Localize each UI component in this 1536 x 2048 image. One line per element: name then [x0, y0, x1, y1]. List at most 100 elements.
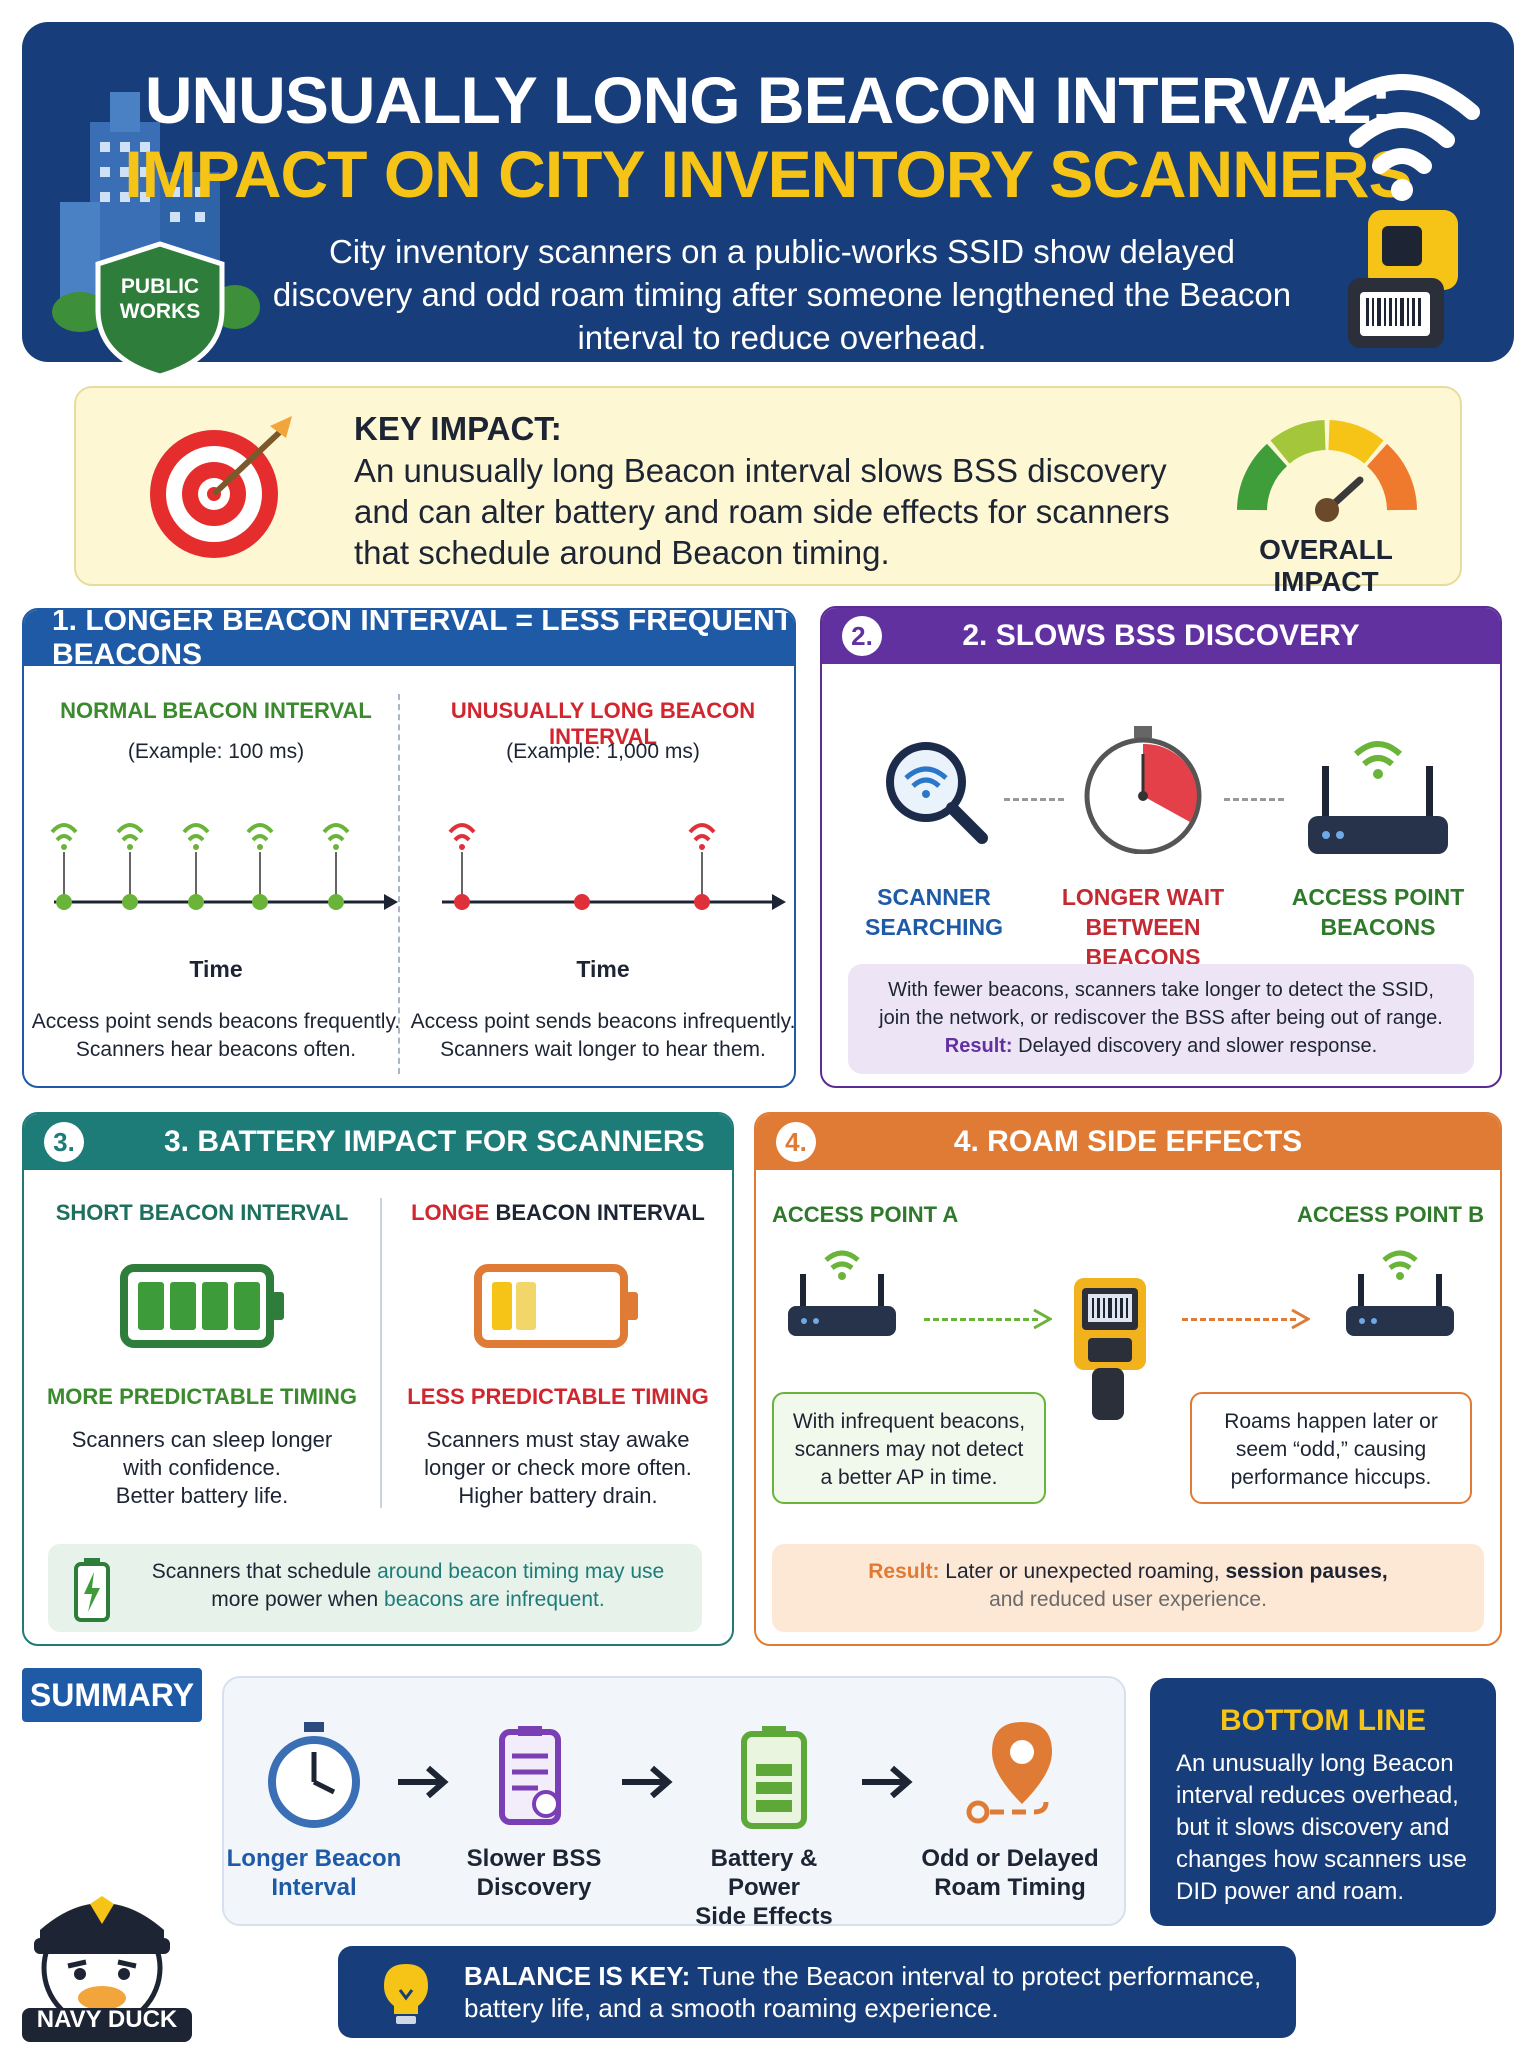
ap-label-line1: ACCESS POINT: [1291, 884, 1465, 910]
short-interval-label: SHORT BEACON INTERVAL: [55, 1200, 349, 1225]
result-text: Delayed discovery and slower response.: [1018, 1035, 1378, 1057]
arrow-head-orange-icon: [1291, 1308, 1310, 1330]
roam-right-note: Roams happen later or seem “odd,” causin…: [1190, 1392, 1472, 1504]
access-point-b-router-icon: [1346, 1250, 1454, 1336]
balance-banner: BALANCE IS KEY: Tune the Beacon interval…: [338, 1946, 1296, 2038]
handheld-scanner-icon: [1074, 1278, 1146, 1420]
ap-beacons-label: ACCESS POINT BEACONS: [1288, 882, 1468, 942]
access-point-a-label: ACCESS POINT A: [772, 1202, 959, 1227]
panel-bss-discovery: 2. SLOWS BSS DISCOVERY 2. SCANNER SEARCH…: [820, 606, 1502, 1088]
scanner-label-line2: SEARCHING: [864, 914, 1003, 940]
long-time-label: Time: [576, 956, 630, 982]
left-note-line1: With infrequent beacons,: [792, 1410, 1026, 1433]
location-pin-route-icon: [966, 1722, 1052, 1824]
wait-label-line1: LONGER WAIT: [1061, 884, 1225, 910]
normal-caption: Access point sends beacons frequently. S…: [24, 1008, 408, 1064]
note-part-b: around beacon timing may use: [377, 1560, 665, 1583]
step1-line2: Interval: [271, 1874, 357, 1901]
right-note-line2: seem “odd,” causing: [1235, 1438, 1427, 1461]
panel4-number-badge: 4.: [776, 1122, 816, 1162]
step3-line2: Side Effects: [695, 1903, 833, 1930]
wait-label-line2: BETWEEN BEACONS: [1085, 914, 1201, 970]
long-caption: Access point sends beacons infrequently.…: [410, 1008, 796, 1064]
mascot-label: NAVY DUCK: [36, 2006, 178, 2033]
panel4-title: 4. ROAM SIDE EFFECTS: [756, 1114, 1500, 1170]
roam-result: Result: Later or unexpected roaming, ses…: [772, 1544, 1484, 1632]
right-note-line1: Roams happen later or: [1224, 1410, 1438, 1433]
more-predictable-label: MORE PREDICTABLE TIMING: [46, 1384, 358, 1409]
long-caption-line1: Access point sends beacons infrequently.: [410, 1010, 796, 1033]
longer-label-part2: BEACON INTERVAL: [489, 1200, 705, 1225]
note-part-c: more power when: [211, 1588, 385, 1611]
roam-result-part-b: session pauses,: [1225, 1560, 1388, 1583]
scanner-label-line1: SCANNER: [877, 884, 991, 910]
step2-line2: Discovery: [476, 1874, 592, 1901]
left-note-line3: a better AP in time.: [820, 1466, 998, 1489]
note-part-a: Scanners that schedule: [151, 1560, 378, 1583]
wifi-icon: [1324, 74, 1480, 201]
short-text-line3: Better battery life.: [115, 1483, 289, 1508]
step4-line2: Roam Timing: [934, 1874, 1086, 1901]
stopwatch-icon: [1084, 726, 1202, 854]
result-label: Result:: [944, 1035, 1013, 1057]
panel-roam-side-effects: 4. ROAM SIDE EFFECTS 4. ACCESS POINT A A…: [754, 1112, 1502, 1646]
summary-flow: Longer Beacon Interval Slower BSS Discov…: [222, 1676, 1126, 1930]
long-interval-example: (Example: 1,000 ms): [506, 740, 700, 763]
note-part-d: beacons are infrequent.: [384, 1588, 605, 1611]
lightbulb-icon: [384, 1964, 428, 2024]
normal-beacon-wifi-icon: [246, 823, 274, 910]
summary-tab: SUMMARY: [22, 1668, 202, 1722]
panel3-title: 3. BATTERY IMPACT FOR SCANNERS: [24, 1114, 732, 1170]
discovery-note: With fewer beacons, scanners take longer…: [848, 964, 1474, 1074]
overall-impact-label: OVERALL IMPACT: [1259, 534, 1393, 597]
normal-time-label: Time: [189, 956, 243, 982]
badge-line-2: WORKS: [119, 300, 201, 323]
summary-step-1: Longer Beacon Interval: [224, 1844, 404, 1902]
short-text-line2: with confidence.: [123, 1455, 281, 1480]
beacon-dot: [574, 894, 590, 910]
normal-beacon-wifi-icon: [116, 823, 144, 910]
balance-text: BALANCE IS KEY: Tune the Beacon interval…: [464, 1960, 1274, 2024]
long-beacon-wifi-icon: [448, 823, 476, 910]
roam-arrow-orange: [1182, 1318, 1296, 1321]
long-beacon-wifi-icon: [688, 823, 716, 910]
summary-step-2: Slower BSS Discovery: [444, 1844, 624, 1902]
panel-battery-impact: 3. BATTERY IMPACT FOR SCANNERS 3. SHORT …: [22, 1112, 734, 1646]
target-icon: [150, 416, 292, 558]
discovery-note-line2: join the network, or rediscover the BSS …: [879, 1007, 1443, 1029]
long-interval-label: UNUSUALLY LONG BEACON INTERVAL: [450, 698, 756, 749]
summary-step-4: Odd or Delayed Roam Timing: [920, 1844, 1100, 1902]
badge-line-1: PUBLIC: [120, 275, 200, 298]
panel2-number-badge: 2.: [842, 616, 882, 656]
panel3-divider: [380, 1198, 382, 1508]
short-text-line1: Scanners can sleep longer: [71, 1427, 333, 1452]
step4-line1: Odd or Delayed: [921, 1845, 1099, 1872]
left-note-line2: scanners may not detect: [794, 1438, 1024, 1461]
bottom-line-card: BOTTOM LINE An unusually long Beacon int…: [1150, 1678, 1496, 1926]
city-buildings-icon: [52, 92, 260, 332]
discovery-note-line1: With fewer beacons, scanners take longer…: [888, 979, 1434, 1001]
arrow-right-icon: [398, 1765, 449, 1799]
arrow-head-green-icon: [1033, 1308, 1052, 1330]
long-beacon-timeline: [442, 823, 786, 910]
battery-charging-icon: [74, 1558, 110, 1622]
key-impact-title: KEY IMPACT:: [354, 410, 562, 447]
key-impact-text: An unusually long Beacon interval slows …: [354, 452, 1170, 571]
page-subtitle: City inventory scanners on a public-work…: [272, 233, 1292, 356]
page-title-line2: IMPACT ON CITY INVENTORY SCANNERS: [124, 137, 1412, 211]
normal-beacon-wifi-icon: [50, 823, 78, 910]
stopwatch-icon: [268, 1722, 360, 1828]
balance-bold: BALANCE IS KEY:: [464, 1961, 691, 1991]
public-works-badge: PUBLIC WORKS: [98, 274, 222, 324]
bottom-line-text: An unusually long Beacon interval reduce…: [1176, 1750, 1467, 1905]
scanner-searching-label: SCANNER SEARCHING: [854, 882, 1014, 942]
arrow-right-icon: [862, 1765, 913, 1799]
balance-body: Tune the Beacon interval to protect perf…: [464, 1961, 1262, 2023]
long-text-line3: Higher battery drain.: [458, 1483, 658, 1508]
dash-connector: [1004, 798, 1064, 801]
impact-gauge-icon: [1237, 420, 1417, 522]
navy-duck-mascot-icon: [22, 1896, 192, 2042]
panel2-title: 2. SLOWS BSS DISCOVERY: [822, 608, 1500, 664]
magnifier-search-icon: [886, 742, 988, 844]
less-predictable-label: LESS PREDICTABLE TIMING: [407, 1384, 709, 1409]
